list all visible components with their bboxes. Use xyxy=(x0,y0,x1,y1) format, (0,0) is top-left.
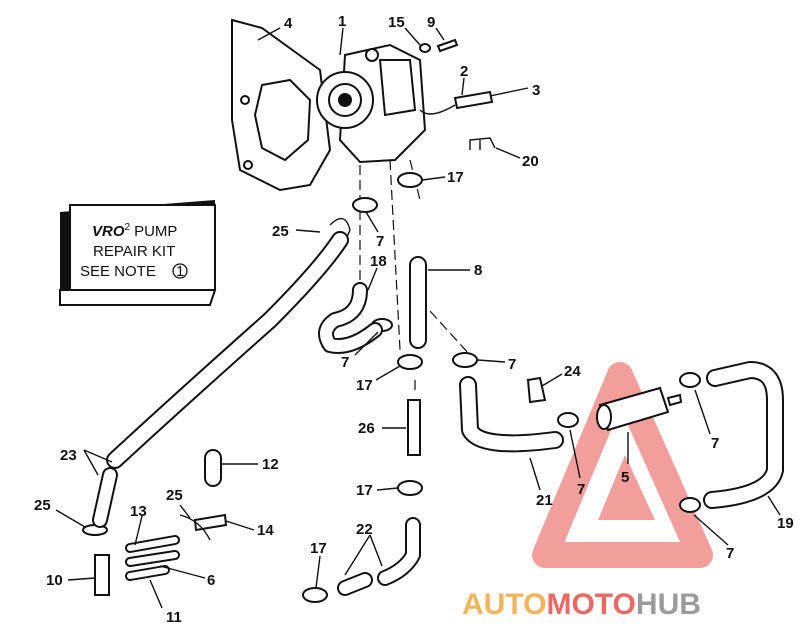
hose-clamps xyxy=(82,172,701,603)
callout-15: 15 xyxy=(388,14,405,31)
kit-brand: VRO xyxy=(92,223,125,240)
watermark-logo xyxy=(532,362,713,568)
callout-23: 23 xyxy=(60,447,77,464)
callout-6: 6 xyxy=(207,572,215,589)
note-ref: 1 xyxy=(176,263,184,280)
callout-9: 9 xyxy=(427,14,435,31)
callout-1: 1 xyxy=(338,13,346,30)
callout-25: 25 xyxy=(166,487,183,504)
callout-labels: 1 4 15 9 2 3 20 17 25 7 18 8 7 7 17 24 2… xyxy=(34,13,794,626)
callout-2: 2 xyxy=(460,63,468,80)
kit-line2: REPAIR KIT xyxy=(93,243,175,260)
watermark-text: AUTOMOTOHUB xyxy=(462,588,701,621)
hoses xyxy=(92,231,784,596)
callout-3: 3 xyxy=(532,82,540,99)
callout-20: 20 xyxy=(522,153,539,170)
callout-26: 26 xyxy=(358,420,375,437)
fuel-pump xyxy=(316,43,427,164)
callout-7: 7 xyxy=(577,481,585,498)
callout-10: 10 xyxy=(46,572,63,589)
callout-17: 17 xyxy=(356,482,373,499)
callout-12: 12 xyxy=(262,456,279,473)
callout-7: 7 xyxy=(711,435,719,452)
callout-21: 21 xyxy=(536,492,553,509)
callout-5: 5 xyxy=(621,469,629,486)
callout-13: 13 xyxy=(130,503,147,520)
callout-7: 7 xyxy=(376,233,384,250)
callout-7: 7 xyxy=(508,356,516,373)
callout-11: 11 xyxy=(166,609,182,626)
callout-25: 25 xyxy=(34,497,51,514)
callout-19: 19 xyxy=(777,515,794,532)
callout-7: 7 xyxy=(726,545,734,562)
callout-8: 8 xyxy=(474,262,482,279)
kit-line3: SEE NOTE xyxy=(80,263,156,280)
connector xyxy=(407,399,421,456)
callout-25: 25 xyxy=(272,223,289,240)
callout-18: 18 xyxy=(370,253,387,270)
callout-4: 4 xyxy=(284,15,293,32)
fuel-filter xyxy=(596,386,683,432)
callout-22: 22 xyxy=(356,521,373,538)
callout-7: 7 xyxy=(341,354,349,371)
callout-14: 14 xyxy=(257,522,274,539)
callout-17: 17 xyxy=(310,540,327,557)
leader-lines xyxy=(55,27,781,609)
callout-17: 17 xyxy=(356,377,373,394)
callout-17: 17 xyxy=(447,169,464,186)
callout-24: 24 xyxy=(564,363,581,380)
